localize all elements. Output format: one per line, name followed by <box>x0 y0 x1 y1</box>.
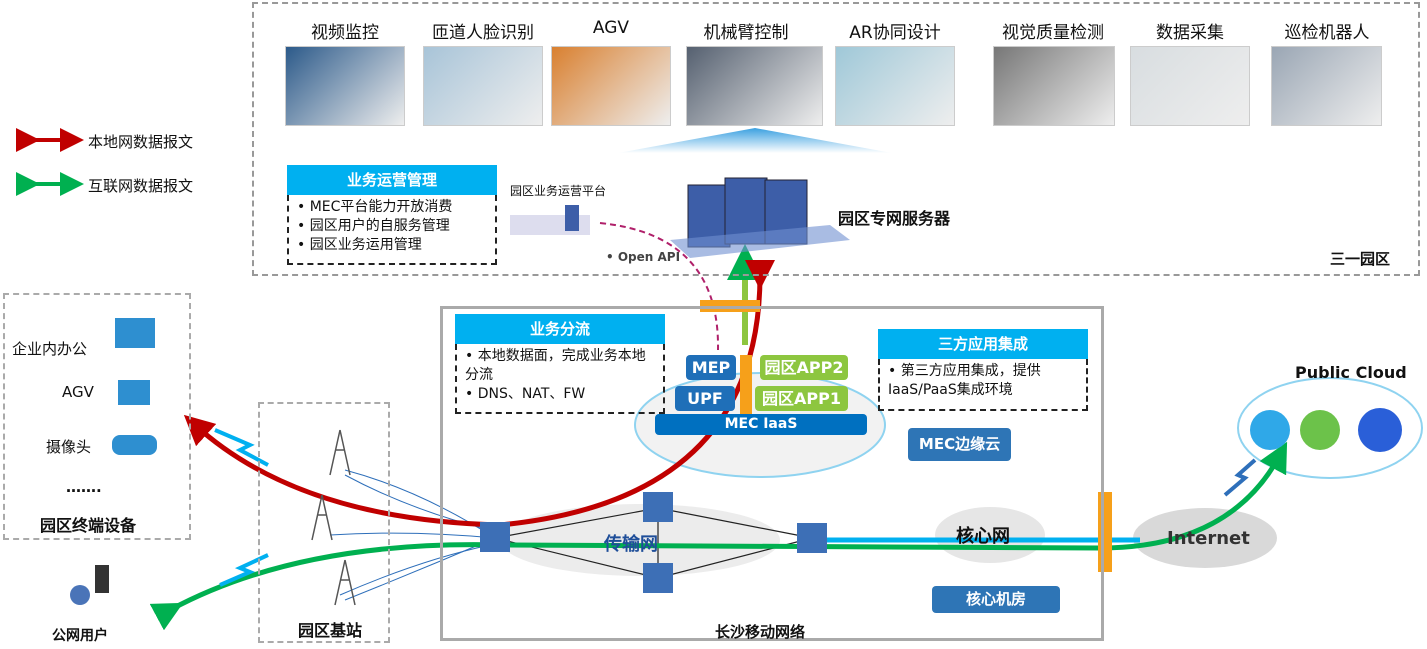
app-image-robot-arm <box>686 46 823 126</box>
ops-list: • MEC平台能力开放消费 • 园区用户的自服务管理 • 园区业务运用管理 <box>287 195 497 265</box>
legend-local: 本地网数据报文 <box>88 133 194 151</box>
app-label: 数据采集 <box>1156 23 1224 43</box>
office-icon <box>115 318 155 348</box>
app-image-agv <box>551 46 671 126</box>
app-image-patrol-robot <box>1271 46 1382 126</box>
ops-item: • MEC平台能力开放消费 <box>297 199 453 215</box>
terminal-camera: 摄像头 <box>46 438 92 456</box>
split-title: 业务分流 <box>455 314 665 344</box>
terminal-box <box>3 293 191 540</box>
transport-label: 传输网 <box>604 534 658 555</box>
ops-item: • 园区用户的自服务管理 <box>297 218 450 234</box>
open-api-label: • Open API <box>606 250 681 264</box>
upward-arrow <box>618 128 892 153</box>
mep-box: MEP <box>686 355 736 380</box>
app-label: AGV <box>592 18 630 38</box>
public-user-label: 公网用户 <box>52 628 108 644</box>
park-area <box>252 2 1420 276</box>
mec-edge-label: MEC边缘云 <box>908 428 1011 461</box>
agv-icon <box>118 380 150 405</box>
mec-iaas-box: MEC IaaS <box>655 414 867 435</box>
public-cloud-label: Public Cloud <box>1295 363 1407 382</box>
split-list: • 本地数据面，完成业务本地分流 • DNS、NAT、FW <box>455 344 665 414</box>
app-label: 机械臂控制 <box>703 23 789 43</box>
base-station-label: 园区基站 <box>298 621 363 640</box>
third-list: • 第三方应用集成，提供IaaS/PaaS集成环境 <box>878 359 1088 411</box>
ops-title: 业务运营管理 <box>287 165 497 195</box>
park-label: 三一园区 <box>1330 250 1391 268</box>
network-box <box>440 306 1104 641</box>
app-label: 匝道人脸识别 <box>432 23 534 43</box>
app1-box: 园区APP1 <box>755 386 848 411</box>
public-user-icon <box>70 585 90 605</box>
upf-box: UPF <box>675 386 735 411</box>
ops-item: • 园区业务运用管理 <box>297 237 422 253</box>
server-label: 园区专网服务器 <box>838 209 951 228</box>
legend-internet: 互联网数据报文 <box>88 177 194 195</box>
camera-icon <box>112 435 157 455</box>
app-label: 视频监控 <box>311 23 379 43</box>
app-image-video-surveillance <box>285 46 405 126</box>
app-image-face-recognition <box>423 46 543 126</box>
network-title: 长沙移动网络 <box>715 623 806 641</box>
base-station-box <box>258 402 390 643</box>
app-image-ar-design <box>835 46 955 126</box>
third-title: 三方应用集成 <box>878 329 1088 359</box>
platform-label: 园区业务运营平台 <box>510 184 607 198</box>
app2-box: 园区APP2 <box>760 355 848 380</box>
core-label: 核心网 <box>956 526 1010 547</box>
app-image-data-collection <box>1130 46 1250 126</box>
internet-label: Internet <box>1167 528 1250 549</box>
app-label: 视觉质量检测 <box>1002 23 1104 43</box>
core-room-label: 核心机房 <box>932 586 1060 613</box>
app-label: 巡检机器人 <box>1284 23 1370 43</box>
terminal-agv: AGV <box>62 383 94 401</box>
terminal-more: ……. <box>66 478 102 496</box>
app-label: AR协同设计 <box>849 23 941 43</box>
terminal-office: 企业内办公 <box>12 340 88 358</box>
terminal-title: 园区终端设备 <box>40 516 137 535</box>
app-image-quality-inspection <box>993 46 1115 126</box>
